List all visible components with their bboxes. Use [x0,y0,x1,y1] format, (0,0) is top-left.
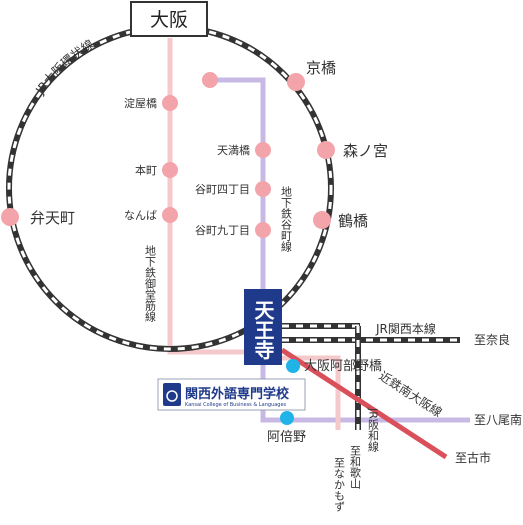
station-namba-label: なんば [124,209,157,222]
station-morinomiya-marker [317,141,335,159]
station-morinomiya-label: 森ノ宮 [343,142,388,160]
station-bentencho-marker [1,208,19,226]
station-tenmabashi-label: 天満橋 [217,143,250,157]
to-nara-label: 至奈良 [474,332,510,347]
station-tanimachi9-marker [255,222,271,238]
school-badge-frame [157,378,306,411]
to-yao-label: 至八尾南 [474,412,522,427]
station-abeno-marker [280,411,294,425]
midosuji-line-label: 地下鉄御堂筋線 [144,245,157,322]
kintetsu-line-label: 近鉄南大阪線 [376,368,445,420]
tanimachi-terminus-marker [202,72,218,88]
school-logo-icon [163,383,181,406]
school-name: 関西外語専門学校 [185,386,290,402]
station-tsuruhashi-label: 鶴橋 [338,212,368,230]
hanwa-line-label: JR阪和線 [367,407,380,452]
station-bentencho-label: 弁天町 [30,209,75,227]
school-logo-mark-icon [166,390,178,402]
station-tanimachi4-label: 谷町四丁目 [195,183,250,196]
station-kyobashi-marker [287,73,305,91]
kansai-main-line-label: JR関西本線 [375,321,436,336]
station-osaka-abenobashi-label: 大阪阿部野橋 [304,359,382,374]
to-wakayama-label: 至和歌山 [349,445,362,489]
tennoji-box [244,289,282,365]
station-honmachi-label: 本町 [135,163,157,177]
station-yodoyabashi-label: 淀屋橋 [124,96,157,110]
loop-line-label: JR大阪環状線 [32,36,96,97]
tanimachi-line-label: 地下鉄谷町線 [280,186,293,252]
school-english-name: Kansai College of Business & Languages [185,402,287,408]
kintetsu-line [280,347,448,460]
tennoji-label: 天王寺 [251,300,275,360]
station-honmachi-marker [162,162,178,178]
station-abeno-label: 阿倍野 [267,430,306,445]
station-tanimachi4-marker [255,181,271,197]
osaka-station-label: 大阪 [150,9,188,31]
station-tenmabashi-marker [255,142,271,158]
station-namba-marker [162,207,178,223]
nakamozu-line [282,355,341,430]
osaka-station-box [130,1,208,37]
to-nakamozu-label: 至なかもず [333,457,346,512]
tanimachi-line [210,77,266,290]
station-kyobashi-label: 京橋 [306,59,336,77]
station-osaka-abenobashi-marker [286,359,300,373]
station-tanimachi9-label: 谷町九丁目 [195,224,250,237]
to-furuichi-label: 至古市 [455,450,491,465]
station-yodoyabashi-marker [162,95,178,111]
station-tsuruhashi-marker [313,211,331,229]
school-badge: 関西外語専門学校 Kansai College of Business & La… [157,378,306,411]
